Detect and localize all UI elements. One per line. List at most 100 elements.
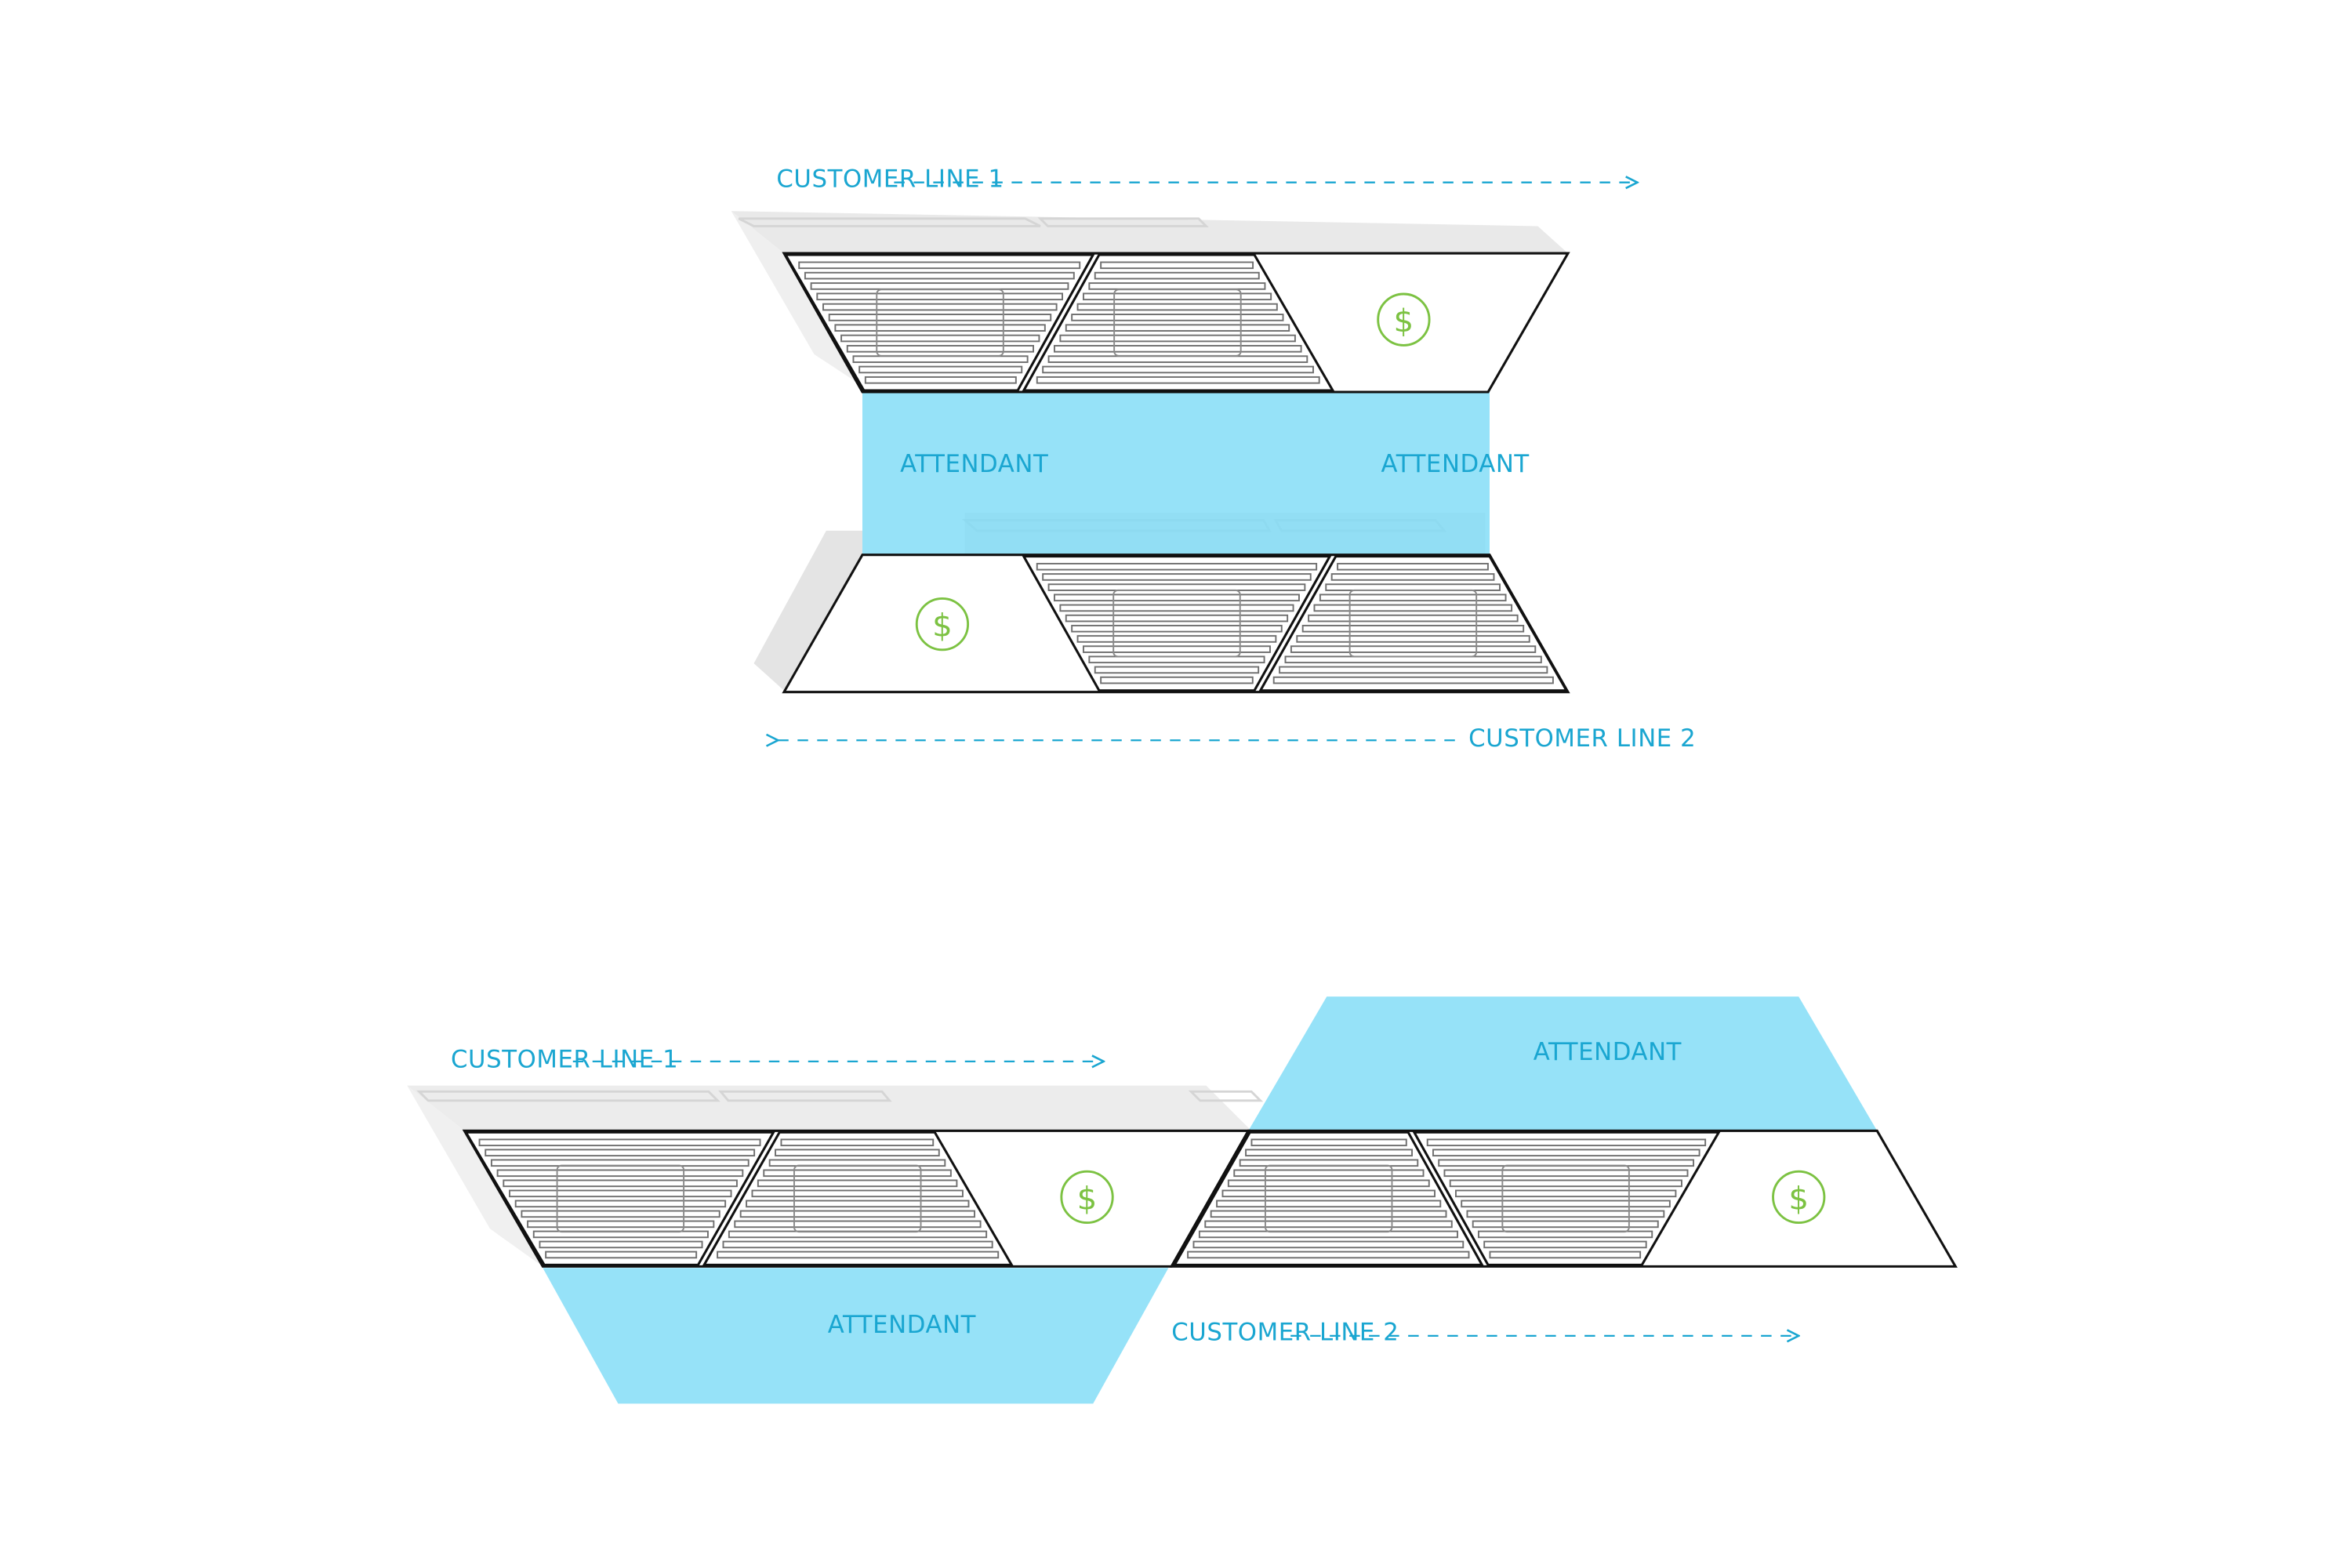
slat <box>1088 282 1266 290</box>
attendant-label-right: ATTENDANT <box>1381 450 1530 478</box>
slat <box>478 1138 761 1147</box>
dollar-circle-icon <box>915 597 970 652</box>
slat <box>1094 666 1260 674</box>
dollar-circle-icon <box>1377 292 1431 347</box>
slatted-panel <box>1412 1131 1721 1266</box>
slat <box>1100 676 1254 684</box>
slat <box>1059 604 1294 612</box>
slat <box>1036 376 1320 384</box>
slat <box>775 1149 940 1157</box>
slat <box>1054 345 1302 353</box>
slat <box>1296 635 1530 643</box>
slat <box>746 1200 970 1208</box>
attendant-zone <box>1248 996 1878 1131</box>
slat <box>1272 676 1554 684</box>
slat <box>1250 1138 1407 1147</box>
slat <box>545 1250 698 1259</box>
screen-window <box>1348 589 1478 658</box>
slat <box>864 376 1017 384</box>
slat <box>1094 271 1260 280</box>
screen-window <box>1501 1164 1630 1233</box>
attendant-zone <box>862 392 1490 555</box>
slat <box>1233 1169 1425 1178</box>
attendant-label-bottom: ATTENDANT <box>828 1311 976 1339</box>
customer-line-2-label: CUSTOMER LINE 2 <box>1171 1319 1399 1347</box>
slat <box>717 1250 1000 1259</box>
dollar-sign: $ <box>1788 1180 1809 1217</box>
slatted-panel <box>1172 1131 1485 1266</box>
slat <box>539 1240 703 1249</box>
slat <box>1065 614 1289 622</box>
slatted-panel <box>1258 555 1569 692</box>
slat <box>1071 314 1284 321</box>
slat <box>1100 261 1254 270</box>
slat <box>751 1189 964 1198</box>
slat <box>1204 1220 1453 1229</box>
slat <box>1330 573 1495 581</box>
slat <box>1065 324 1290 332</box>
slat <box>1466 1210 1665 1218</box>
slat <box>1192 1240 1465 1249</box>
slat <box>816 292 1063 301</box>
slat <box>503 1179 738 1188</box>
kiosk-row-left: $ <box>462 1129 1250 1268</box>
slat <box>1489 1250 1642 1259</box>
dollar-circle-icon <box>1772 1170 1826 1225</box>
slat <box>1042 573 1312 581</box>
slat <box>1082 645 1271 653</box>
slat <box>858 365 1023 374</box>
customer-line-1-label: CUSTOMER LINE 1 <box>451 1046 678 1074</box>
slat <box>1319 593 1507 602</box>
layout-b-shadow <box>407 1085 1264 1267</box>
attendant-label-left: ATTENDANT <box>900 450 1048 478</box>
slat <box>1461 1200 1671 1208</box>
dollar-sign: $ <box>1077 1180 1098 1217</box>
kiosk-row-lower: $ <box>782 554 1570 694</box>
slat <box>1187 1250 1470 1259</box>
slat <box>527 1220 715 1229</box>
slat <box>846 345 1035 353</box>
slat <box>763 1169 952 1178</box>
slat <box>734 1220 982 1229</box>
slat <box>1483 1240 1647 1249</box>
slat <box>485 1149 756 1157</box>
slat <box>1284 655 1542 664</box>
slat <box>1088 655 1265 664</box>
slat <box>1454 1189 1677 1198</box>
slat <box>722 1240 993 1249</box>
slat <box>1245 1149 1413 1157</box>
dollar-sign: $ <box>1394 303 1414 339</box>
slat <box>1325 583 1501 591</box>
slat <box>852 355 1029 363</box>
slat <box>1227 1179 1430 1188</box>
kiosk-row-right: $ <box>1169 1129 1958 1268</box>
screen-window <box>1264 1164 1393 1233</box>
screen-window <box>556 1164 685 1233</box>
slat <box>1042 365 1314 374</box>
slat <box>1216 1200 1442 1208</box>
slat <box>496 1169 744 1178</box>
slat <box>822 303 1058 311</box>
slat <box>1082 292 1272 301</box>
slat <box>1076 303 1278 311</box>
slat <box>1221 1189 1436 1198</box>
slat <box>798 261 1081 270</box>
screen-window <box>1113 289 1242 357</box>
layout-a: ATTENDANT ATTENDANT $ $ CUSTOMER LINE 1 <box>731 165 1696 753</box>
slat <box>514 1200 727 1208</box>
slat <box>1449 1179 1682 1188</box>
slat <box>757 1179 958 1188</box>
slat <box>804 271 1075 280</box>
slat <box>834 324 1046 332</box>
slat <box>780 1138 935 1147</box>
slat <box>1054 593 1300 602</box>
slatted-panel <box>783 253 1095 392</box>
slat <box>810 282 1069 290</box>
slat <box>509 1189 732 1198</box>
customer-line-1-label: CUSTOMER LINE 1 <box>776 165 1004 193</box>
slat <box>1432 1149 1700 1157</box>
slat <box>840 334 1040 343</box>
slat <box>1210 1210 1447 1218</box>
slat <box>1290 645 1537 653</box>
